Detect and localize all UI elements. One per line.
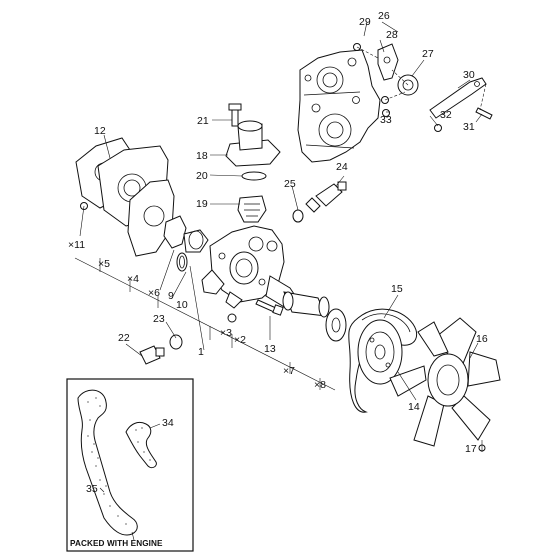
hose-texture bbox=[87, 397, 151, 525]
callout-5: ×5 bbox=[98, 258, 110, 270]
callout-19: 19 bbox=[196, 198, 208, 210]
water-pump-pulley bbox=[357, 319, 403, 385]
callout-7: ×7 bbox=[283, 365, 295, 377]
callout-2: ×2 bbox=[234, 334, 246, 346]
callout-15: 15 bbox=[391, 283, 403, 295]
callout-labels: 1 ×2 ×3 ×4 ×5 ×6 ×7 ×8 9 10 ×11 12 13 14… bbox=[68, 10, 488, 495]
callout-12: 12 bbox=[94, 125, 106, 137]
callout-33: 33 bbox=[380, 114, 392, 126]
callout-31: 31 bbox=[463, 121, 475, 133]
pump-shaft bbox=[282, 291, 330, 318]
washer-25 bbox=[292, 209, 304, 223]
callout-8: ×8 bbox=[314, 379, 326, 391]
fan-hub bbox=[325, 308, 347, 342]
callout-23: 23 bbox=[153, 313, 165, 325]
thermostat-ring bbox=[241, 171, 267, 181]
impeller bbox=[163, 215, 209, 253]
thermostat-housing bbox=[225, 103, 281, 167]
callout-21: 21 bbox=[197, 115, 209, 127]
timing-cover bbox=[297, 49, 381, 163]
leader-lines bbox=[79, 21, 483, 452]
callout-29: 29 bbox=[359, 16, 371, 28]
reference-lines bbox=[74, 257, 336, 391]
callout-17: 17 bbox=[465, 443, 477, 455]
callout-28: 28 bbox=[386, 29, 398, 41]
callout-35: 35 bbox=[86, 483, 98, 495]
callout-4: ×4 bbox=[127, 273, 139, 285]
packed-with-engine-box: PACKED WITH ENGINE bbox=[66, 378, 194, 552]
callout-22: 22 bbox=[118, 332, 130, 344]
washer-23 bbox=[169, 334, 183, 350]
callout-16: 16 bbox=[476, 333, 488, 345]
callout-24: 24 bbox=[336, 161, 348, 173]
packed-with-engine-label: PACKED WITH ENGINE bbox=[70, 539, 163, 548]
callout-26: 26 bbox=[378, 10, 390, 22]
callout-6: ×6 bbox=[148, 287, 160, 299]
water-pump-gaskets bbox=[75, 137, 175, 257]
belt-tensioner-assembly bbox=[353, 43, 493, 132]
callout-1: 1 bbox=[198, 346, 204, 358]
callout-25: 25 bbox=[284, 178, 296, 190]
callout-3: ×3 bbox=[220, 327, 232, 339]
callout-10: 10 bbox=[176, 299, 188, 311]
thermostat bbox=[237, 195, 267, 223]
bolt-13 bbox=[255, 299, 284, 316]
callout-14: 14 bbox=[408, 401, 420, 413]
temperature-sender bbox=[305, 181, 347, 213]
cooling-fan bbox=[389, 317, 501, 452]
callout-32: 32 bbox=[440, 109, 452, 121]
callout-9: 9 bbox=[168, 290, 174, 302]
callout-30: 30 bbox=[463, 69, 475, 81]
callout-20: 20 bbox=[196, 170, 208, 182]
callout-27: 27 bbox=[422, 48, 434, 60]
callout-18: 18 bbox=[196, 150, 208, 162]
callout-34: 34 bbox=[162, 417, 174, 429]
oil-pressure-sender bbox=[139, 345, 165, 365]
callout-11: ×11 bbox=[68, 239, 85, 251]
o-ring-10 bbox=[176, 252, 188, 272]
callout-13: 13 bbox=[264, 343, 276, 355]
